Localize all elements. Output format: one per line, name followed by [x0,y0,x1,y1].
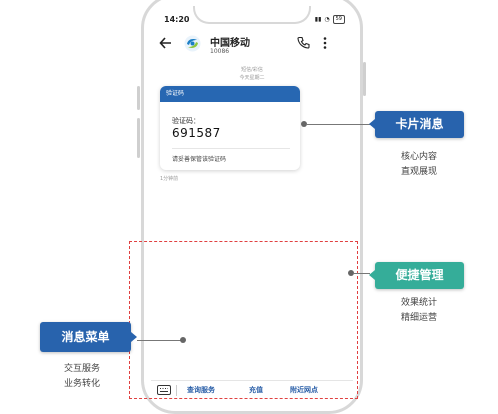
phone-frame [141,0,363,414]
convenient-management-tag: 便捷管理 [369,262,464,289]
power-button [363,62,366,96]
back-arrow-icon[interactable] [159,36,173,50]
menu-callout-line [137,340,182,341]
volume-down-button [137,118,140,158]
message-menu-bar: 查询服务 充值 附近网点 [151,380,353,400]
card-callout-line [306,124,370,125]
menu-item-nearby-outlets[interactable]: 附近网点 [290,386,318,394]
menu-separator [176,385,177,396]
status-icons: ▮▮ ◔ 59 [315,15,345,24]
menu-area-highlight [129,241,358,399]
wifi-icon: ◔ [324,16,330,23]
read-status: 1分钟前 [160,176,179,182]
menu-callout-dot [180,337,186,343]
message-menu-desc: 交互服务 业务转化 [64,364,101,389]
more-icon[interactable] [322,36,328,50]
notch [193,6,311,24]
card-message-tag: 卡片消息 [369,111,464,138]
manage-callout-dot [348,270,354,276]
card-header: 验证码 [160,86,300,102]
signal-icon: ▮▮ [314,16,322,23]
chat-number: 10086 [210,48,230,55]
card-callout-dot [301,121,307,127]
message-date: 今天星期二 [239,75,265,81]
battery-icon: 59 [332,15,345,24]
message-menu-tag: 消息菜单 [40,322,137,352]
call-icon[interactable] [297,36,310,49]
card-code-label: 验证码： [172,117,200,125]
manage-callout-line [354,273,370,274]
message-type: 短信/彩信 [241,67,263,73]
chat-header: 中国移动 10086 [151,30,353,62]
volume-up-button [137,86,140,110]
status-time: 14:20 [164,15,190,24]
card-message-desc: 核心内容 直观展现 [401,152,438,177]
card-divider [172,148,290,149]
card-code-value: 691587 [172,126,221,140]
card-hint: 请妥善保管该验证码 [172,156,227,163]
message-card[interactable]: 验证码 验证码： 691587 请妥善保管该验证码 [160,86,300,170]
menu-item-query-service[interactable]: 查询服务 [187,386,215,394]
china-mobile-logo-icon [184,35,201,52]
chat-title: 中国移动 [210,38,250,49]
menu-item-recharge[interactable]: 充值 [249,386,263,394]
convenient-management-desc: 效果统计 精细运营 [401,298,438,323]
keyboard-icon[interactable] [157,385,171,395]
phone-screen: 14:20 ▮▮ ◔ 59 中国移动 10086 短信/彩信 今天星期二 验证码… [151,6,353,400]
